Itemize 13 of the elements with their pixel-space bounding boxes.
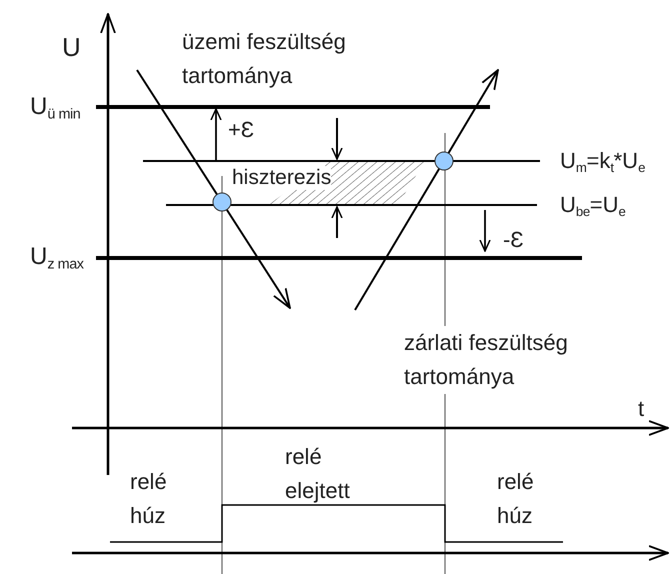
state-label: relé húz (497, 468, 535, 530)
axis-label: U (62, 31, 81, 64)
offset-label: -Ɛ (503, 226, 524, 254)
axis-label: t (638, 395, 644, 423)
state-label: relé húz (130, 468, 168, 530)
region-label: üzemi feszültség tartománya (182, 28, 347, 90)
state-label: relé elejtett (285, 443, 351, 505)
threshold-label: U$_{ü min}$ (30, 92, 80, 124)
threshold-label: U$_{be}$=U$_{e}$ (560, 191, 626, 221)
threshold-label: U$_{z max}$ (30, 242, 84, 274)
hysteresis-label: hiszterezis (232, 166, 332, 190)
offset-label: +Ɛ (228, 116, 254, 144)
threshold-label: U$_{m}$=k$_{t}$*U$_{e}$ (560, 147, 646, 177)
